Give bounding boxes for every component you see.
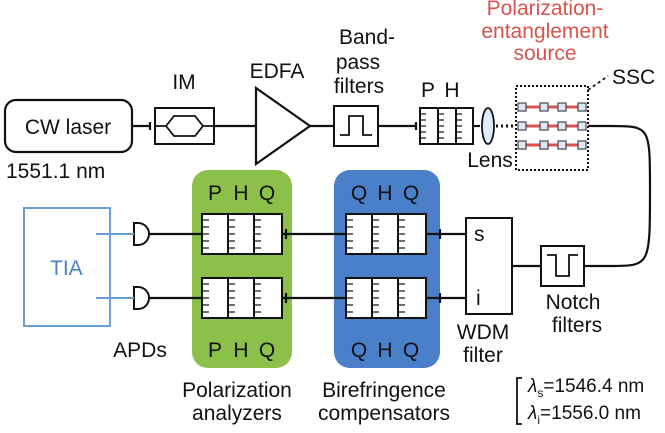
- compensator-waveplates-signal: [345, 213, 427, 255]
- compensator-bottom-h: H: [377, 339, 392, 362]
- compensator-waveplates-idler: [345, 277, 427, 319]
- notch-label-1: Notch: [546, 291, 601, 314]
- notch-symbol: [547, 254, 578, 277]
- compensator-bottom-q1: Q: [351, 339, 367, 362]
- bandpass-filter-box: [333, 105, 379, 147]
- source-wp-h: H: [444, 79, 459, 102]
- compensators-caption-2: compensators: [318, 402, 450, 425]
- bandpass-label-1: Band-: [339, 26, 395, 49]
- wdm-filter-box: [465, 217, 513, 315]
- apd-signal: [133, 222, 150, 246]
- ssc-pointer: [587, 75, 609, 91]
- lens: [481, 107, 495, 145]
- wdm-label-1: WDM: [457, 321, 509, 344]
- wavelength-bracket: [516, 377, 522, 425]
- analyzer-waveplates-signal: [201, 213, 283, 255]
- notch-label-2: filters: [552, 314, 602, 337]
- laser-wavelength: 1551.1 nm: [6, 160, 105, 183]
- apds-label: APDs: [113, 339, 167, 362]
- analyzer-top-h: H: [233, 182, 248, 205]
- source-title-1: Polarization-: [487, 0, 604, 20]
- im-waveguide: [155, 115, 214, 137]
- analyzer-top-p: P: [208, 182, 222, 205]
- analyzer-bottom-p: P: [208, 339, 222, 362]
- entanglement-source-chip: [515, 85, 589, 171]
- wdm-label-2: filter: [463, 344, 503, 367]
- source-wp-p: P: [421, 79, 435, 102]
- compensator-top-q2: Q: [403, 182, 419, 205]
- idler-wavelength: λi=1556.0 nm: [527, 403, 641, 427]
- lens-label: Lens: [467, 149, 513, 172]
- apd-idler: [133, 286, 150, 310]
- edfa-amplifier: [254, 85, 312, 167]
- analyzer-top-q: Q: [259, 182, 275, 205]
- cw-laser-label: CW laser: [25, 116, 111, 139]
- top-fibers: [132, 122, 652, 268]
- bandpass-symbol: [340, 115, 372, 136]
- analyzer-waveplates-idler: [201, 277, 283, 319]
- cw-laser-box: [3, 98, 134, 154]
- tia-box: [23, 207, 111, 327]
- source-polarization-waveplates: [419, 107, 474, 145]
- compensators-caption-1: Birefringence: [322, 379, 446, 402]
- compensator-bottom-q2: Q: [403, 339, 419, 362]
- edfa-label: EDFA: [250, 60, 305, 83]
- compensator-top-q1: Q: [351, 182, 367, 205]
- bandpass-label-3: filters: [334, 75, 384, 98]
- im-label: IM: [172, 71, 195, 94]
- wdm-port-s: s: [474, 223, 485, 246]
- compensator-top-h: H: [377, 182, 392, 205]
- signal-wavelength: λs=1546.4 nm: [527, 376, 644, 400]
- source-title-2: entanglement: [481, 20, 608, 43]
- notch-filter-box: [540, 245, 585, 287]
- analyzers-caption-1: Polarization: [182, 379, 292, 402]
- analyzers-caption-2: analyzers: [192, 402, 282, 425]
- bandpass-label-2: pass: [336, 51, 380, 74]
- wdm-port-i: i: [476, 287, 481, 310]
- analyzer-bottom-h: H: [233, 339, 248, 362]
- source-title-3: source: [513, 42, 576, 65]
- chip-waveguides: [517, 102, 587, 150]
- analyzer-bottom-q: Q: [259, 339, 275, 362]
- ssc-label: SSC: [612, 66, 655, 89]
- tia-label: TIA: [50, 257, 83, 280]
